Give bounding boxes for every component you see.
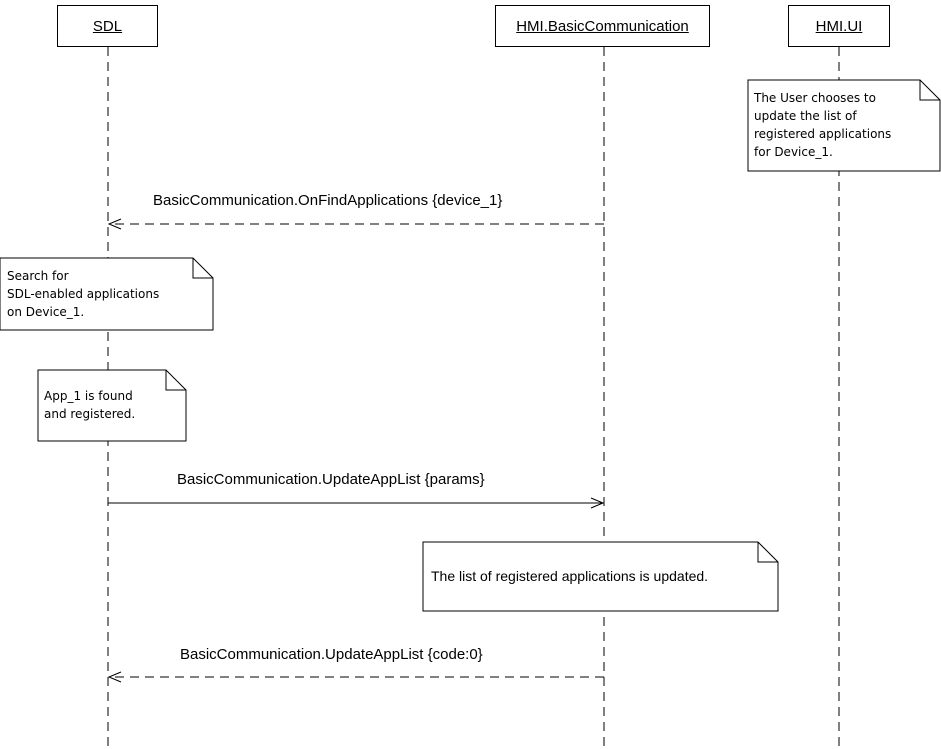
note-search-text: Search for SDL-enabled applications on D… [7,269,160,319]
participant-ui: HMI.UI [788,5,890,47]
note-app-found-text: App_1 is found and registered. [44,389,136,421]
note-user-chooses-text: The User chooses to update the list of r… [754,91,892,159]
participant-sdl: SDL [57,5,158,47]
update-app-list-request-label: BasicCommunication.UpdateAppList {params… [177,471,485,488]
note-list-updated-text: The list of registered applications is u… [431,568,709,584]
on-find-applications-label: BasicCommunication.OnFindApplications {d… [153,192,503,209]
note-list-updated [422,541,779,612]
note-search [0,257,214,331]
update-app-list-response-label: BasicCommunication.UpdateAppList {code:0… [180,646,483,663]
participant-basic-communication: HMI.BasicCommunication [495,5,710,47]
note-user-chooses [747,79,941,172]
note-app-found [37,369,187,442]
